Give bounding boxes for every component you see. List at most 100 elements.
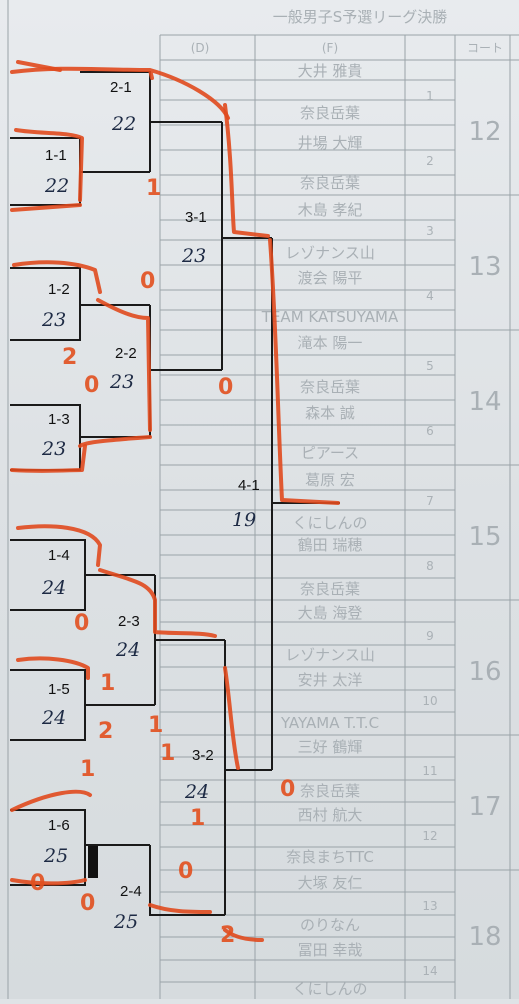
player-club: 奈良岳葉 bbox=[300, 782, 360, 800]
player-name: 森本 誠 bbox=[305, 404, 355, 422]
match-id: 1-2 bbox=[48, 281, 70, 298]
mark: 0 bbox=[30, 871, 45, 896]
player-club: 奈良岳葉 bbox=[300, 174, 360, 192]
match-id: 1-4 bbox=[48, 547, 70, 564]
player-club: 奈良岳葉 bbox=[300, 104, 360, 122]
match-score: 23 bbox=[41, 438, 66, 460]
mark: 2 bbox=[98, 719, 113, 744]
match-id: 1-5 bbox=[48, 681, 70, 698]
player-name: 葛原 宏 bbox=[305, 471, 355, 489]
row-number: 3 bbox=[426, 224, 434, 238]
player-club: ピアース bbox=[301, 444, 359, 462]
player-name: 渡会 陽平 bbox=[298, 269, 363, 287]
court-number: 18 bbox=[468, 922, 501, 952]
match-score: 19 bbox=[232, 509, 256, 531]
court-number: 14 bbox=[468, 387, 501, 417]
player-club: YAYAMA T.T.C bbox=[280, 714, 379, 732]
match-id: 2-2 bbox=[115, 345, 137, 362]
player-club: のりなん bbox=[300, 916, 360, 934]
match-score: 23 bbox=[181, 245, 206, 267]
column-head-d: (D) bbox=[191, 41, 210, 55]
player-name: 大塚 友仁 bbox=[298, 874, 363, 892]
player-name: 冨田 幸哉 bbox=[298, 941, 363, 959]
row-number: 11 bbox=[422, 764, 437, 778]
match-score: 24 bbox=[115, 639, 140, 661]
match-id: 3-2 bbox=[192, 747, 214, 764]
row-number: 10 bbox=[422, 694, 437, 708]
mark: 1 bbox=[190, 806, 205, 831]
player-club: くにしんの bbox=[292, 514, 367, 532]
match-id: 1-1 bbox=[45, 147, 67, 164]
mark: 0 bbox=[178, 859, 193, 884]
mark: 1 bbox=[160, 741, 175, 766]
mark: 0 bbox=[74, 611, 89, 636]
row-number: 4 bbox=[426, 289, 434, 303]
player-name: 木島 孝紀 bbox=[298, 201, 363, 219]
player-name: 安井 太洋 bbox=[298, 671, 363, 689]
match-id: 2-3 bbox=[118, 613, 140, 630]
mark: 0 bbox=[140, 269, 155, 294]
row-number: 8 bbox=[426, 559, 434, 573]
player-name: 三好 鶴輝 bbox=[298, 738, 363, 756]
player-club: くにしんの bbox=[292, 980, 367, 998]
match-score: 24 bbox=[41, 577, 66, 599]
handwritten-marks: 1 0 2 0 0 0 1 2 1 1 0 1 1 0 2 0 0 bbox=[30, 176, 295, 948]
court-number: 16 bbox=[468, 657, 501, 687]
player-club: レゾナンス山 bbox=[285, 646, 375, 664]
player-name: 西村 航大 bbox=[298, 806, 363, 824]
row-number: 12 bbox=[422, 829, 437, 843]
player-club: レゾナンス山 bbox=[285, 244, 375, 262]
ink-scribble bbox=[88, 846, 98, 878]
column-head-court: コート bbox=[467, 41, 503, 55]
mark: 2 bbox=[62, 345, 77, 370]
player-club: TEAM KATSUYAMA bbox=[261, 308, 399, 326]
row-number: 9 bbox=[426, 629, 434, 643]
match-score: 23 bbox=[41, 309, 66, 331]
player-name: 井場 大輝 bbox=[298, 134, 363, 152]
match-id: 4-1 bbox=[238, 477, 260, 494]
player-club: 奈良まちTTC bbox=[286, 848, 374, 866]
match-id: 2-4 bbox=[120, 883, 142, 900]
player-name: 滝本 陽一 bbox=[298, 334, 363, 352]
match-id: 1-6 bbox=[48, 817, 70, 834]
mark: 0 bbox=[218, 375, 233, 400]
match-score: 22 bbox=[44, 175, 69, 197]
printed-table-text: 一般男子S予選リーグ決勝 (D) (F) コート 12 13 14 15 16 … bbox=[191, 8, 503, 998]
row-number: 5 bbox=[426, 359, 434, 373]
row-number: 6 bbox=[426, 424, 434, 438]
row-number: 7 bbox=[426, 494, 434, 508]
match-score: 24 bbox=[41, 707, 66, 729]
mark: 1 bbox=[146, 176, 161, 201]
mark: 1 bbox=[80, 757, 95, 782]
match-score: 22 bbox=[111, 113, 136, 135]
column-head-f: (F) bbox=[322, 41, 338, 55]
mark: 0 bbox=[84, 373, 99, 398]
row-number: 14 bbox=[422, 964, 437, 978]
match-id: 3-1 bbox=[185, 209, 207, 226]
match-score: 25 bbox=[113, 911, 138, 933]
court-number: 12 bbox=[468, 117, 501, 147]
mark: 2 bbox=[220, 923, 235, 948]
mark: 1 bbox=[148, 713, 163, 738]
mark: 1 bbox=[100, 671, 115, 696]
court-number: 17 bbox=[468, 792, 501, 822]
player-name: 大井 雅貴 bbox=[298, 62, 363, 80]
player-name: 大島 海登 bbox=[298, 604, 363, 622]
mark: 0 bbox=[80, 891, 95, 916]
match-score: 24 bbox=[184, 781, 209, 803]
match-score: 25 bbox=[43, 845, 68, 867]
court-number: 15 bbox=[468, 522, 501, 552]
row-number: 1 bbox=[426, 89, 434, 103]
row-number: 2 bbox=[426, 154, 434, 168]
row-number: 13 bbox=[422, 899, 437, 913]
player-club: 奈良岳葉 bbox=[300, 580, 360, 598]
match-score: 23 bbox=[109, 371, 134, 393]
player-name: 鶴田 瑞穂 bbox=[298, 536, 363, 554]
sheet-title: 一般男子S予選リーグ決勝 bbox=[273, 8, 448, 26]
match-id: 2-1 bbox=[110, 79, 132, 96]
mark: 0 bbox=[280, 777, 295, 802]
player-club: 奈良岳葉 bbox=[300, 378, 360, 396]
court-number: 13 bbox=[468, 252, 501, 282]
